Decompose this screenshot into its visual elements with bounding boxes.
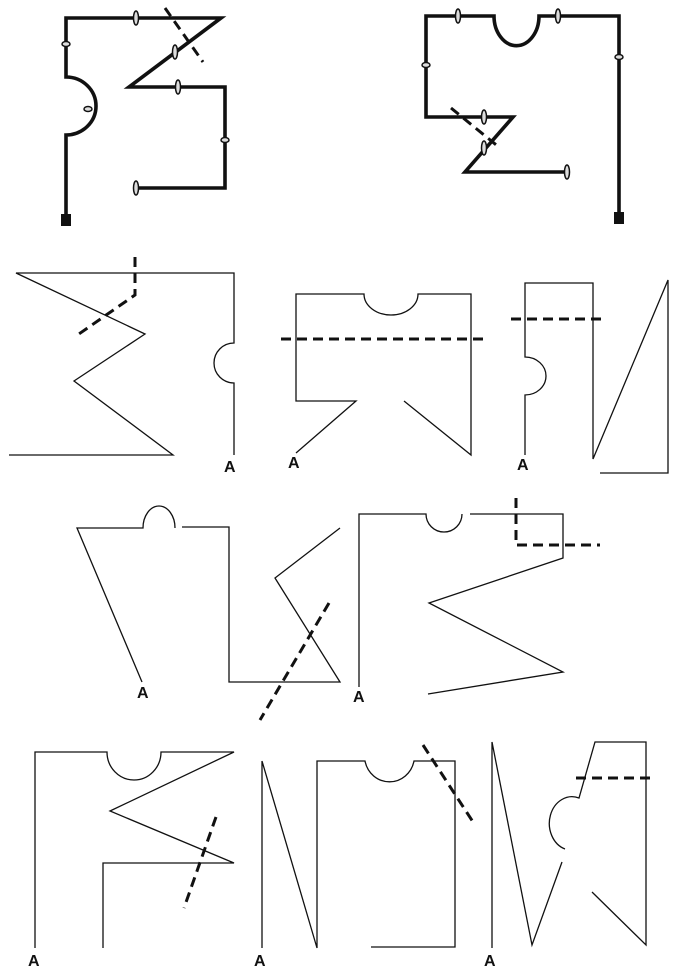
joint-marker (480, 109, 488, 125)
joint-marker (563, 164, 571, 180)
reference-wire-figure-right (421, 8, 624, 224)
joint-marker (220, 136, 230, 144)
fold-line (182, 816, 218, 909)
joint-marker (61, 40, 71, 48)
joint-marker (132, 180, 140, 196)
joint-marker (421, 61, 431, 69)
option-figure-10: A (484, 741, 654, 970)
start-label: A (137, 685, 149, 702)
fold-line (421, 744, 475, 823)
joint-marker (174, 79, 182, 95)
fold-line (75, 257, 137, 338)
start-label: A (484, 953, 496, 970)
fold-line (163, 7, 205, 63)
option-figure-3: A (9, 257, 236, 476)
joint-marker (83, 105, 93, 113)
option-figure-6: A (76, 505, 342, 721)
joint-marker (454, 8, 462, 24)
option-figure-5: A (511, 279, 669, 474)
start-label: A (224, 459, 236, 476)
joint-marker (132, 10, 140, 26)
end-square-marker (614, 212, 624, 224)
joint-marker (614, 53, 624, 61)
start-label: A (353, 689, 365, 706)
start-label: A (288, 455, 300, 472)
end-square-marker (61, 214, 71, 226)
option-figure-7: A (353, 498, 600, 706)
option-figure-4: A (281, 293, 489, 472)
option-figure-8: A (28, 751, 235, 970)
fold-line (258, 602, 331, 721)
start-label: A (254, 953, 266, 970)
reference-wire-figure-left (61, 7, 230, 226)
fold-line (514, 498, 600, 547)
joint-marker (480, 140, 488, 156)
start-label: A (517, 457, 529, 474)
start-label: A (28, 953, 40, 970)
fold-line (450, 106, 501, 150)
joint-marker (171, 44, 179, 60)
option-figure-9: A (254, 744, 475, 970)
joint-marker (554, 8, 562, 24)
